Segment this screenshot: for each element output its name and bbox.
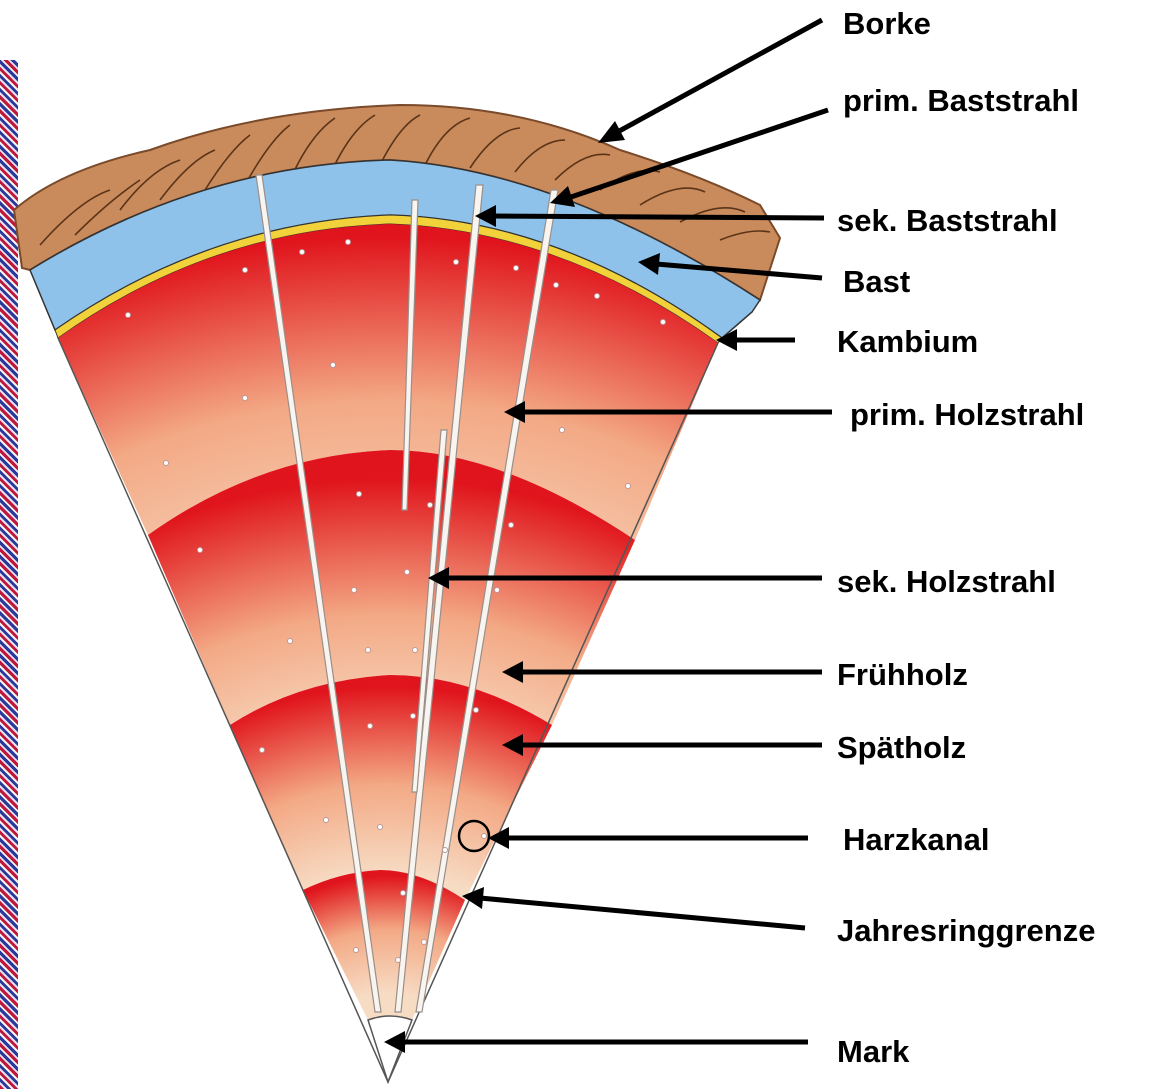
label-sek-baststrahl: sek. Baststrahl <box>837 205 1058 236</box>
label-harzkanal: Harzkanal <box>843 824 989 855</box>
arrow-spaetholz <box>502 734 822 756</box>
label-sek-holzstrahl: sek. Holzstrahl <box>837 566 1056 597</box>
label-kambium: Kambium <box>837 326 978 357</box>
label-prim-holzstrahl: prim. Holzstrahl <box>850 399 1084 430</box>
pith <box>368 1016 412 1082</box>
growth-ring-3 <box>230 675 552 900</box>
arrow-harzkanal <box>488 827 808 849</box>
label-fruehholz: Frühholz <box>837 659 968 690</box>
label-spaetholz: Spätholz <box>837 732 966 763</box>
arrow-mark <box>384 1031 808 1053</box>
label-jahresringgrenze: Jahresringgrenze <box>837 915 1095 946</box>
arrow-jahresringgrenze <box>462 887 805 928</box>
label-borke: Borke <box>843 8 931 39</box>
label-prim-baststrahl: prim. Baststrahl <box>843 85 1079 116</box>
label-mark: Mark <box>837 1036 909 1067</box>
label-bast: Bast <box>843 266 910 297</box>
